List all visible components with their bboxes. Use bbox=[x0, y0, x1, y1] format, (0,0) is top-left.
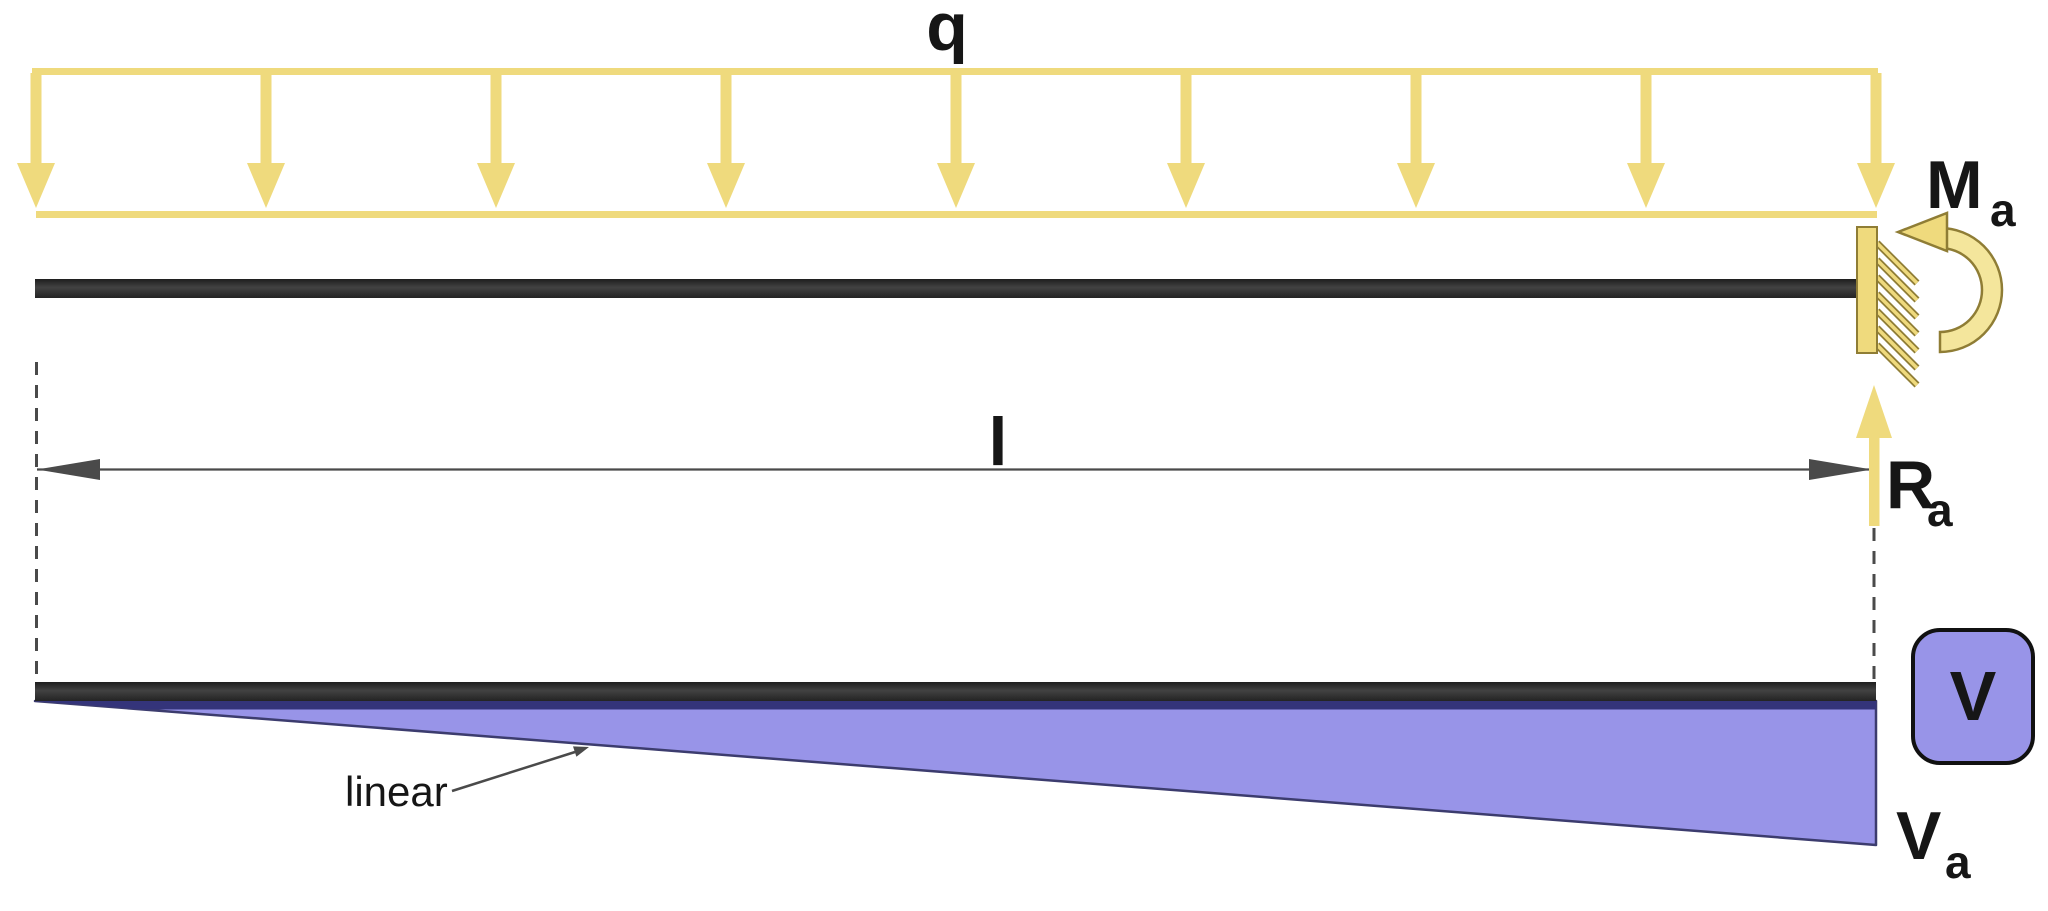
linear-leader-line bbox=[451, 750, 576, 793]
shear-baseline bbox=[35, 682, 1876, 701]
load-arrow-icon bbox=[1167, 73, 1205, 208]
shear-area bbox=[33, 699, 1878, 847]
moment-label-main: M bbox=[1926, 147, 1983, 223]
dimension-arrow-left-icon bbox=[37, 459, 100, 480]
load-label: q bbox=[926, 0, 968, 65]
linear-label: linear bbox=[345, 768, 448, 815]
load-arrow-icon bbox=[1397, 73, 1435, 208]
reaction-label-main: R bbox=[1886, 447, 1935, 523]
length-dimension: l bbox=[35, 362, 1876, 681]
shear-badge: V bbox=[1911, 628, 2035, 765]
moment-label: M a bbox=[1926, 147, 2016, 236]
linear-leader-arrow-icon bbox=[573, 746, 589, 757]
beam bbox=[35, 279, 1858, 298]
load-arrow-icon bbox=[1857, 73, 1895, 208]
load-arrow-icon bbox=[247, 73, 285, 208]
moment-arrowhead-icon bbox=[1894, 211, 1949, 253]
load-bottom-line bbox=[36, 211, 1877, 218]
length-label: l bbox=[989, 404, 1008, 480]
shear-value-main: V bbox=[1896, 798, 1941, 874]
load-top-line bbox=[32, 68, 1878, 75]
reaction-label: R a bbox=[1886, 447, 1953, 536]
reaction-arrowhead-icon bbox=[1856, 385, 1892, 438]
shear-value-sub: a bbox=[1945, 836, 1971, 888]
load-arrow-icon bbox=[17, 73, 55, 208]
reaction-arrow-shaft bbox=[1869, 436, 1880, 526]
reaction-label-sub: a bbox=[1927, 484, 1953, 536]
fixed-support bbox=[1856, 226, 1917, 385]
moment-arc-icon bbox=[1938, 226, 2004, 354]
dimension-arrow-right-icon bbox=[1809, 459, 1872, 480]
linear-annotation: linear bbox=[345, 746, 589, 815]
load-arrow-icon bbox=[477, 73, 515, 208]
support-plate bbox=[1856, 226, 1878, 354]
reaction-arrow bbox=[1856, 385, 1892, 526]
load-arrow-icon bbox=[937, 73, 975, 208]
load-arrow-icon bbox=[707, 73, 745, 208]
shear-value-label: V a bbox=[1896, 798, 1971, 888]
moment-label-sub: a bbox=[1990, 184, 2016, 236]
shear-badge-label: V bbox=[1950, 657, 1997, 735]
shear-diagram bbox=[33, 682, 1878, 847]
shear-badge-box bbox=[1911, 628, 2035, 765]
load-arrow-icon bbox=[1627, 73, 1665, 208]
moment-arrow bbox=[1894, 211, 2004, 354]
distributed-load bbox=[17, 68, 1895, 218]
